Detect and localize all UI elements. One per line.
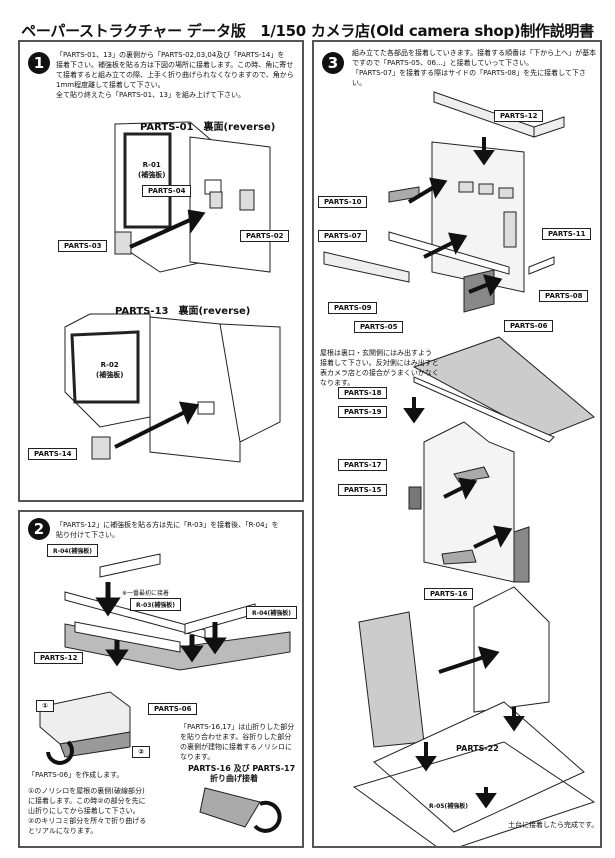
step2-instructions: 「PARTS-12」に補強板を貼る方は先に「R-03」を接着後、「R-04」を … [56,521,279,539]
step1-panel: 1 「PARTS-01、13」の裏側から「PARTS-02,03,04及び「PA… [18,40,304,502]
callout-1: ① [36,700,54,712]
parts14-label: PARTS-14 [28,448,78,460]
step2-number-badge: 2 [28,518,50,540]
fold-heading: PARTS-16 及び PARTS-17 [188,764,296,773]
step1-number-badge: 1 [28,52,50,74]
s3-parts10-label: PARTS-10 [318,196,368,208]
fold-instruction-text: 「PARTS-16,17」は山折りした部分 を貼り合わせます。谷折りした部分 の… [180,723,295,761]
roof-note: 屋根は裏口・玄関側にはみ出すよう 接着して下さい。反対側にはみ出すと 表カメラ店… [320,349,439,387]
make-parts06-text: 「PARTS-06」を作成します。 [28,771,124,779]
parts12-label: PARTS-12 [34,652,84,664]
r03-label: R-03(補強板) [130,598,181,611]
parts01-heading: PARTS-01 裏面(reverse) [140,122,276,133]
s3-parts05-label: PARTS-05 [354,321,404,333]
parts03-label: PARTS-03 [58,240,108,252]
s3-parts07-label: PARTS-07 [318,230,368,242]
step1-instructions: 「PARTS-01、13」の裏側から「PARTS-02,03,04及び「PART… [56,51,294,99]
s3-parts12-label: PARTS-12 [494,110,544,122]
page-title: ペーパーストラクチャー データ版 1/150 カメラ店(Old camera s… [21,22,594,40]
step2-panel: 2 「PARTS-12」に補強板を貼る方は先に「R-03」を接着後、「R-04」… [18,510,304,848]
s3-parts22-label: PARTS-22 [456,744,499,753]
step2-diagram [39,553,291,833]
parts13-heading: PARTS-13 裏面(reverse) [115,306,251,317]
s3-parts11-label: PARTS-11 [542,228,592,240]
s3-parts06-label: PARTS-06 [504,320,554,332]
parts04-label: PARTS-04 [142,185,192,197]
step3-panel: 3 組み立てた各部品を接着していきます。接着する順番は「下から上へ」が基本 です… [312,40,602,848]
step3-diagram [323,91,596,846]
completion-note: 土台に接着したら完成です。 [508,821,599,829]
s3-parts17-label: PARTS-17 [338,459,388,471]
s3-r05-label: R-05(補強板) [429,803,468,810]
rotate-arrow-icon [46,740,74,765]
parts02-label: PARTS-02 [240,230,290,242]
first-glue-note: ※一番最初に接着 [122,590,170,597]
step1-diagram [64,121,281,463]
s3-parts19-label: PARTS-19 [338,406,388,418]
parts06-detail-text: ①のノリシロを屋根の裏側(破線部分) に接着します。この時②の部分を先に 山折り… [28,787,147,835]
parts06-label: PARTS-06 [148,703,198,715]
r04-label-right: R-04(補強板) [246,606,297,619]
s3-parts16-label: PARTS-16 [424,588,474,600]
s3-parts15-label: PARTS-15 [338,484,388,496]
step3-instructions: 組み立てた各部品を接着していきます。接着する順番は「下から上へ」が基本 ですので… [352,49,597,87]
callout-2: ② [132,746,150,758]
r04-label-left: R-04(補強板) [47,544,98,557]
step3-number-badge: 3 [322,52,344,74]
r02-label: R-02 (補強板) [96,361,124,379]
s3-parts18-label: PARTS-18 [338,387,388,399]
s3-parts08-label: PARTS-08 [539,290,589,302]
fold-arrow-icon [253,800,282,833]
fold-subheading: 折り曲げ接着 [210,774,258,783]
s3-parts09-label: PARTS-09 [328,302,378,314]
r01-label: R-01 (補強板) [138,161,166,179]
